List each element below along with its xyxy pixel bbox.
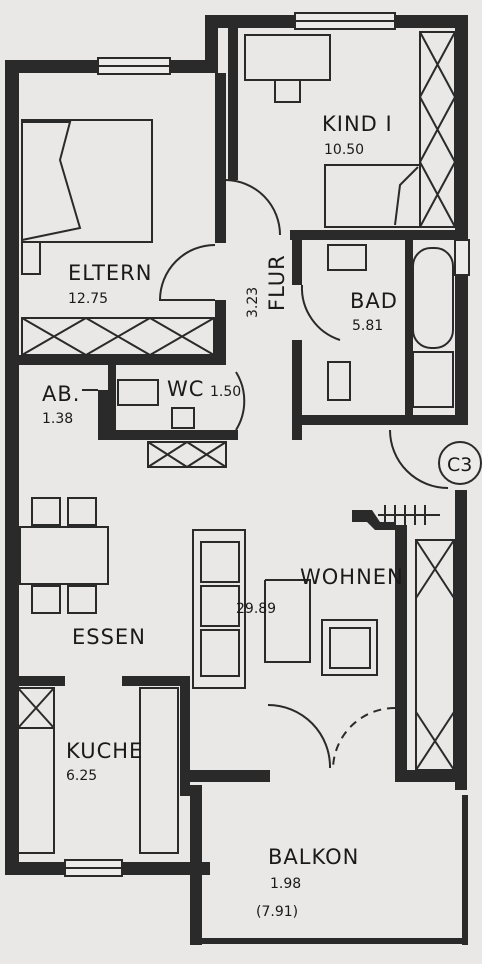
coffee-table [264, 579, 311, 663]
wall-kitchen-top-b [122, 676, 190, 686]
wall-outer-right-top [455, 15, 468, 240]
label-bad: BAD [350, 289, 398, 313]
bed-eltern [21, 119, 153, 243]
bad-bathtub [412, 247, 454, 349]
door-balcony-right [332, 707, 396, 769]
dining-table [19, 526, 109, 585]
wall-kind-bottom [290, 230, 468, 240]
chair [31, 585, 61, 614]
living-wall-unit [415, 539, 455, 771]
desk-kind [244, 34, 331, 81]
hall-cabinet [147, 441, 227, 468]
wall-eltern-right-low [215, 300, 226, 362]
wc-basin [171, 407, 195, 429]
label-wc: WC [167, 377, 204, 401]
area-ab: 1.38 [42, 411, 73, 427]
label-flur: FLUR [265, 254, 289, 311]
wall-wc-left [108, 365, 116, 435]
label-wohnen: WOHNEN [300, 565, 404, 589]
chair [31, 497, 61, 526]
wall-eltern-top-a [5, 60, 98, 73]
wall-wc-bottom [98, 430, 238, 440]
area-balkon: 1.98 [270, 876, 301, 892]
label-ab: AB. [42, 382, 80, 406]
bed-kind [324, 164, 421, 228]
bad-shower [412, 351, 454, 408]
label-kind: KIND I [322, 112, 393, 136]
wall-bad-left-b [292, 340, 302, 440]
wall-living-bottom-b [395, 770, 467, 782]
label-kuche: KUCHE [66, 739, 143, 763]
wall-eltern-right [215, 73, 226, 243]
room-labels: KIND I 10.50 ELTERN 12.75 FLUR 3.23 BAD … [42, 112, 482, 920]
area-kind: 10.50 [324, 142, 364, 158]
area-wohnen: 29.89 [236, 601, 276, 617]
wall-eltern-top-b [170, 60, 216, 73]
window-bad [454, 239, 470, 276]
radiator [378, 505, 440, 525]
area-balkon-total: (7.91) [256, 904, 298, 920]
area-eltern: 12.75 [68, 291, 108, 307]
wall-outer-right-low [455, 490, 467, 790]
wall-outer-left [5, 60, 19, 875]
wall-kitchen-right [180, 676, 190, 796]
chair [67, 585, 97, 614]
wardrobe-eltern [21, 317, 215, 356]
door-kind [225, 179, 281, 236]
door-bad [300, 284, 341, 341]
area-kuche: 6.25 [66, 768, 97, 784]
label-balkon: BALKON [268, 845, 359, 869]
area-bad: 5.81 [352, 318, 383, 334]
wall-kitchen-top-a [5, 676, 65, 686]
wall-kind-top-a [205, 15, 295, 28]
balcony-railing-bottom [190, 938, 468, 944]
walls [5, 15, 468, 945]
kitchen-counter-left [17, 687, 55, 854]
wall-hall-stub [352, 510, 395, 530]
wall-eltern-bottom [5, 355, 226, 365]
wall-kind-left [228, 28, 238, 180]
wall-bad-left-a [292, 240, 302, 285]
wall-ab-right [98, 390, 108, 440]
wardrobe-kind [419, 31, 456, 228]
bad-toilet [327, 361, 351, 401]
wall-living-right [395, 525, 407, 780]
sofa [192, 529, 246, 689]
wall-step [205, 15, 218, 73]
wall-outer-right-mid [455, 275, 468, 425]
wall-bad-bath [405, 240, 413, 415]
chair [67, 497, 97, 526]
area-flur: 3.23 [245, 287, 261, 318]
wall-balcony-left [190, 785, 202, 945]
door-wc [235, 371, 246, 431]
furniture [17, 31, 456, 854]
balcony-railing-right [462, 795, 468, 945]
door-balcony-left [267, 704, 332, 769]
bad-washbasin [327, 244, 367, 271]
area-wc: 1.50 [210, 384, 241, 400]
door-eltern [158, 244, 216, 301]
label-eltern: ELTERN [68, 261, 152, 285]
stair-marker-label: C3 [447, 454, 472, 476]
wall-kind-top-b [395, 15, 465, 28]
wc-toilet [117, 379, 159, 406]
armchair [321, 619, 378, 676]
label-essen: ESSEN [72, 625, 146, 649]
windows [64, 12, 470, 877]
door-entrance [389, 429, 449, 489]
kitchen-counter-right [139, 687, 179, 854]
wall-bad-bottom [292, 415, 457, 425]
doors [82, 179, 449, 769]
wall-living-bottom-a [180, 770, 270, 782]
stair-marker [438, 441, 482, 485]
